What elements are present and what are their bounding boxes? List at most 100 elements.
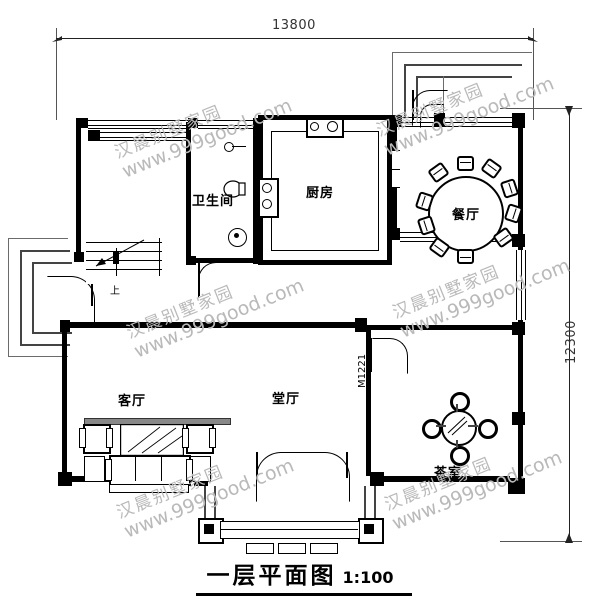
bath-fixture-small — [224, 142, 234, 152]
kitchen-opening — [392, 150, 400, 188]
porch-left-outer-left — [8, 238, 9, 356]
stair-up-label: 上 — [110, 286, 120, 297]
sofa-arm-right — [186, 459, 193, 481]
stove-burner-top — [262, 183, 272, 193]
column-dining-tr — [512, 113, 525, 128]
entry-door-leaf-left[interactable] — [256, 452, 258, 478]
dim-ext-right-top — [500, 108, 582, 109]
watermark-url: www.999good.com — [388, 446, 566, 535]
porch-left-inner-left — [32, 262, 34, 332]
room-label-kitchen: 厨房 — [306, 186, 335, 201]
porch-left-inner-top — [32, 262, 72, 264]
door-left-entry-leaf[interactable] — [91, 276, 93, 306]
balcony-tr-mid-left — [404, 64, 406, 122]
dining-chair — [480, 157, 503, 180]
wall-tea-left — [366, 330, 371, 476]
armchair-right-arm-a — [182, 428, 189, 448]
armchair-right-arm-b — [209, 428, 216, 448]
porch-step-3 — [310, 543, 338, 554]
dim-tick-top-left — [52, 36, 62, 42]
stair-step — [86, 242, 162, 243]
entry-door-arc-left[interactable] — [256, 452, 306, 502]
column-dining-bl — [388, 228, 400, 240]
door-balcony-arc2[interactable] — [420, 104, 444, 128]
sofa-cushion-div1 — [135, 456, 136, 481]
porch-beam-line — [220, 529, 358, 530]
column-bottom-mid2 — [370, 472, 384, 486]
door-m1221-leaf[interactable] — [370, 338, 372, 372]
stair-run — [86, 240, 162, 284]
door-left-entry-arc[interactable] — [47, 276, 95, 324]
wall-left-wing-outer — [76, 118, 81, 260]
door-m1221-arc[interactable] — [372, 338, 408, 374]
dimension-top-label: 13800 — [272, 18, 316, 33]
wall-dining-bottom — [360, 325, 520, 330]
wall-bath-left — [186, 122, 191, 262]
stair-direction-arrow — [95, 239, 145, 267]
room-label-living: 客厅 — [118, 394, 147, 409]
title-underline — [196, 593, 412, 596]
coffee-table — [109, 484, 189, 493]
tea-link-right — [468, 425, 478, 427]
tea-link-left — [436, 425, 446, 427]
tea-link-bottom — [456, 440, 458, 448]
window-dining-top — [445, 117, 515, 127]
porch-column-right-core — [364, 524, 374, 534]
kitchen-counter-outline — [271, 131, 379, 251]
drawing-title: 一层平面图 1:100 — [0, 556, 600, 590]
balcony-tr-outer-top — [392, 52, 532, 53]
wall-mid-horizontal — [68, 322, 360, 328]
wall-kitchen-bottom — [258, 260, 392, 265]
sofa-cushion-div2 — [161, 456, 162, 481]
wall-bath-right — [253, 118, 258, 264]
dim-tick-right-bottom — [565, 533, 573, 543]
stair-rail-right — [159, 238, 160, 276]
porch-step-1 — [246, 543, 274, 554]
column-bath — [186, 256, 196, 265]
tea-stool-left — [422, 419, 442, 439]
toilet-icon — [223, 180, 246, 198]
porch-left-mid-left — [20, 250, 22, 344]
column-right-corner — [508, 478, 525, 494]
washbasin-drain — [234, 233, 239, 238]
column-mid-right — [355, 318, 367, 332]
tea-table-detail — [447, 416, 468, 436]
wall-right-upper — [518, 126, 523, 236]
window-top-left-wing — [88, 120, 188, 129]
wall-kitchen-right — [387, 115, 392, 265]
armchair-left-arm-b — [106, 428, 113, 448]
entry-door-arc-right[interactable] — [300, 452, 350, 502]
wall-left-lower — [62, 330, 67, 476]
wall-right-bottom — [518, 423, 523, 481]
drawing-title-main: 一层平面图 — [206, 563, 337, 589]
wall-bottom-tea — [380, 476, 510, 482]
porch-left-inner-bottom — [32, 332, 72, 334]
column-left-wing — [74, 252, 84, 262]
wall-kitchen-top — [258, 115, 392, 120]
balcony-tr-outer-left — [392, 52, 393, 120]
wall-seg — [76, 118, 88, 128]
room-label-hall: 堂厅 — [272, 392, 301, 407]
entry-door-leaf-right[interactable] — [346, 452, 348, 478]
wall-seg — [188, 118, 198, 128]
dim-ext-top-left — [56, 28, 57, 120]
tea-stool-bottom — [450, 446, 470, 466]
door-balcony-leaf[interactable] — [412, 90, 414, 120]
tea-stool-right — [478, 419, 498, 439]
sink-basin-left — [310, 122, 319, 131]
window-tea-right — [516, 250, 526, 320]
stair-step — [86, 251, 162, 252]
porch-riser-left — [204, 486, 206, 518]
stair-arrow-head — [113, 252, 119, 264]
door-bathroom-arc[interactable] — [198, 262, 234, 298]
drawing-title-scale: 1:100 — [342, 568, 394, 587]
column-right-mid — [512, 234, 525, 247]
dim-line-right — [569, 108, 570, 541]
dim-ext-top-right — [533, 28, 534, 120]
stair-step — [86, 260, 162, 261]
armchair-left-arm-a — [79, 428, 86, 448]
porch-riser-right2 — [374, 486, 376, 518]
column-mid-left — [60, 320, 70, 332]
door-bathroom-leaf[interactable] — [198, 262, 200, 296]
sofa-arm-left — [105, 459, 112, 481]
